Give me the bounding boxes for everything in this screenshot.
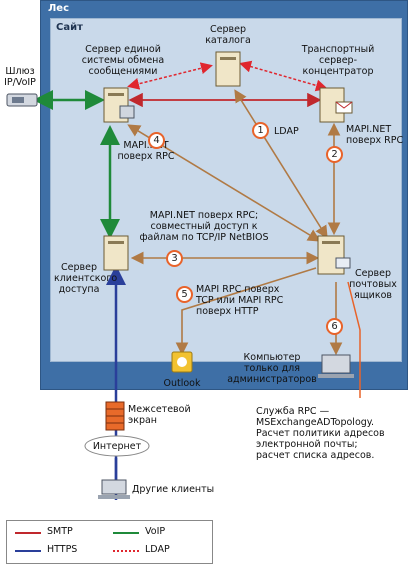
badge-5: 5	[176, 286, 193, 303]
badge-2: 2	[326, 146, 343, 163]
hub-server-icon	[319, 87, 353, 123]
label-others: Другие клиенты	[132, 484, 215, 495]
label-edge-1: LDAP	[274, 126, 299, 137]
label-edge-6: Служба RPC — MSExchangeADTopology. Расче…	[256, 406, 385, 461]
badge-1: 1	[252, 122, 269, 139]
um-server-icon	[103, 87, 135, 123]
gc-server-icon	[215, 51, 241, 87]
label-hub: Транспортный сервер- концентратор	[301, 44, 375, 77]
label-mbx: Сервер почтовых ящиков	[349, 268, 397, 301]
label-gc: Сервер каталога	[205, 24, 251, 46]
edge-um-gc	[127, 62, 213, 90]
label-firewall: Межсетевой экран	[128, 404, 191, 426]
legend-smtp-label: SMTP	[47, 526, 73, 537]
badge-3: 3	[166, 250, 183, 267]
label-outlook: Outlook	[163, 378, 201, 389]
firewall-icon	[105, 401, 125, 431]
label-gateway: Шлюз IP/VoIP	[4, 66, 36, 88]
internet-cloud-icon	[84, 435, 150, 457]
legend-ldap-line	[113, 550, 139, 552]
label-internet: Интернет	[92, 441, 142, 452]
forest-label: Лес	[48, 3, 70, 14]
other-clients-icon	[98, 479, 130, 499]
label-edge-5: MAPI RPC поверх TCP или MAPI RPC поверх …	[196, 284, 284, 317]
legend-voip-label: VoIP	[145, 526, 166, 537]
gateway-icon	[6, 93, 38, 107]
legend: SMTP VoIP HTTPS LDAP	[6, 520, 213, 564]
legend-voip-line	[113, 532, 139, 534]
legend-smtp-line	[15, 532, 41, 534]
mailbox-server-icon	[317, 235, 351, 275]
label-um: Сервер единой системы обмена сообщениями	[81, 44, 165, 77]
legend-https-line	[15, 550, 41, 552]
label-cas: Сервер клиентского доступа	[54, 262, 118, 295]
badge-4: 4	[148, 132, 165, 149]
edge-mbx-outlook	[175, 267, 317, 356]
admin-computer-icon	[318, 354, 354, 378]
outlook-icon	[171, 351, 193, 373]
label-admin: Компьютер только для администраторов	[227, 352, 317, 385]
label-edge-4: MAPI.NET поверх RPC	[117, 140, 175, 162]
legend-https-label: HTTPS	[47, 544, 78, 555]
legend-ldap-label: LDAP	[145, 544, 170, 555]
cas-server-icon	[103, 235, 129, 271]
label-edge-3: MAPI.NET поверх RPC; совместный доступ к…	[139, 210, 269, 243]
edge-mbx-callout	[347, 281, 361, 398]
label-edge-2: MAPI.NET поверх RPC	[346, 124, 404, 146]
site-label: Сайт	[56, 22, 83, 33]
edge-hub-gc	[239, 60, 328, 92]
badge-6: 6	[326, 318, 343, 335]
